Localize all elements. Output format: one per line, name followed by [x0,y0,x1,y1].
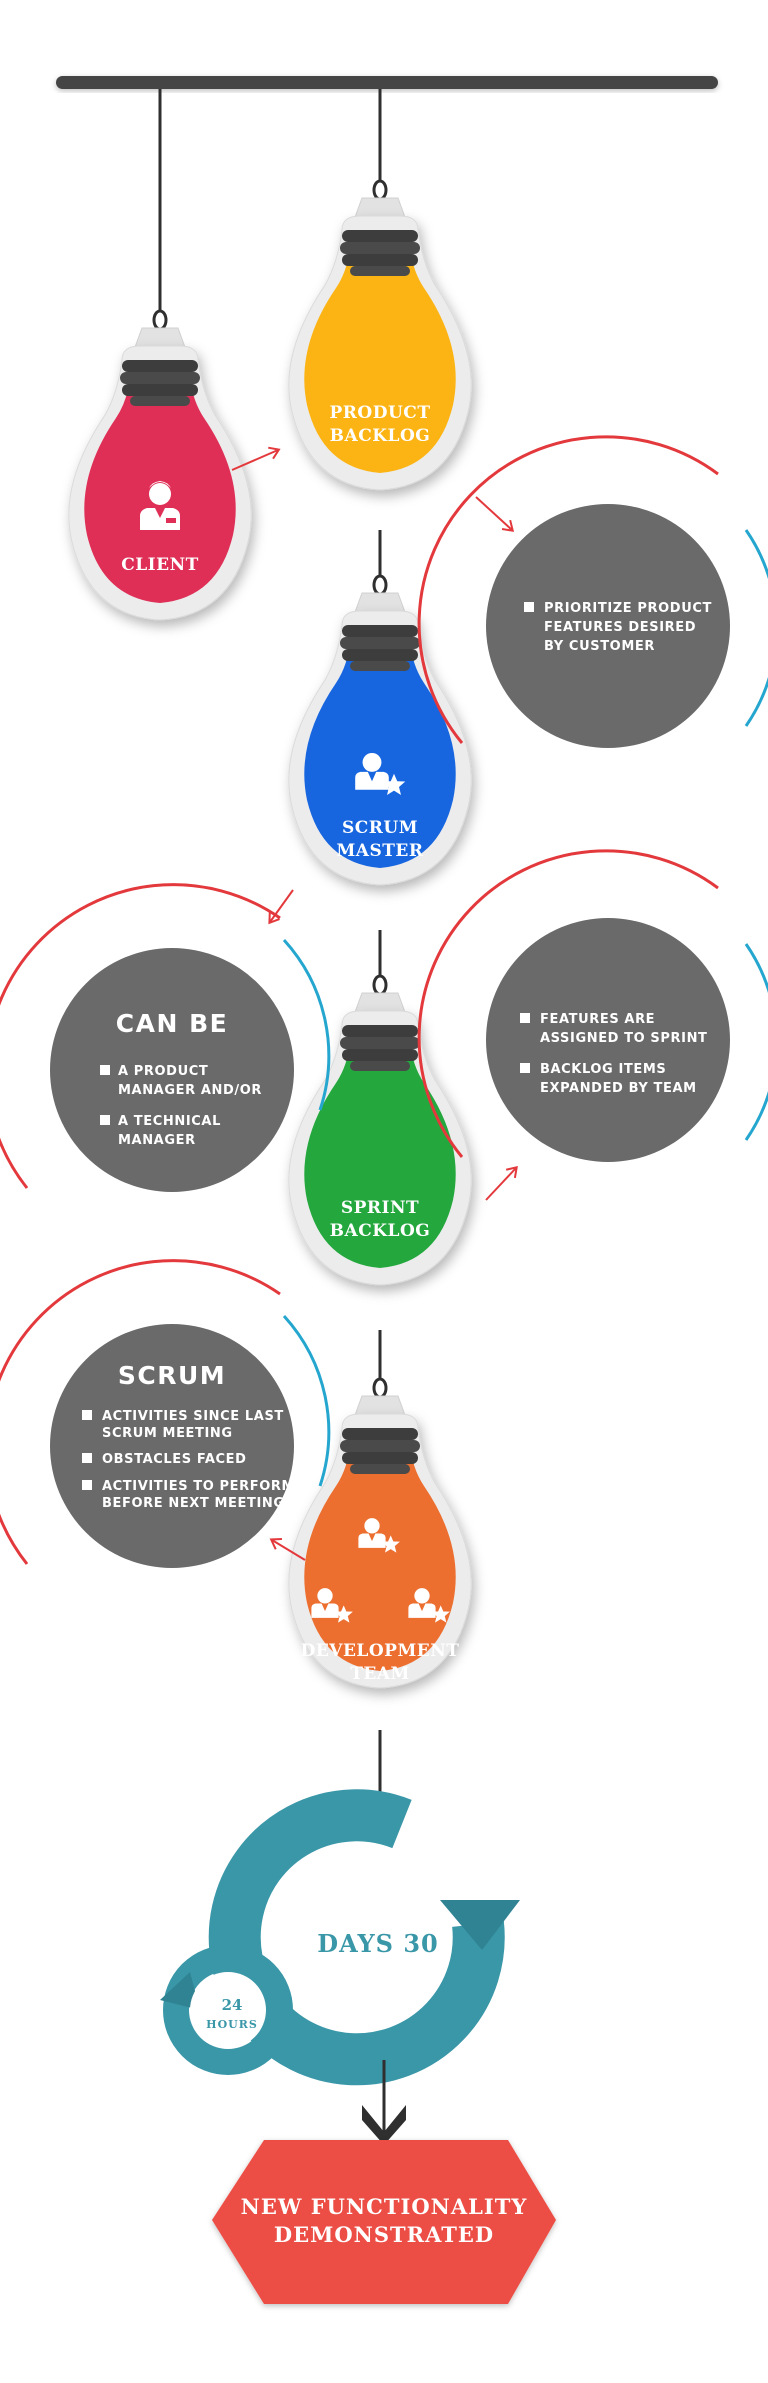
bullet-square [100,1065,110,1075]
bulb-development-team-socket [340,1428,420,1474]
bulb-product-backlog-label-line1: PRODUCT [330,403,431,423]
bulb-client: CLIENT [68,309,252,621]
cycle-big-arrowhead [440,1900,520,1950]
bulb-development-team: DEVELOPMENT TEAM [288,1377,472,1689]
arc-red [0,883,281,1189]
bulb-sprint-backlog-glass [304,1041,456,1268]
arc-red [417,435,719,744]
circle-prioritize-disc [486,504,730,748]
circle-can-be-disc [50,948,294,1192]
bulb-sprint-backlog: SPRINT BACKLOG [288,974,472,1286]
circle-scrum-disc [50,1324,294,1568]
sprint-cycle: DAYS 30 24 HOURS [160,1789,520,2086]
circle-can-be-bullet1-line1: A PRODUCT [118,1064,208,1079]
final-line1: NEW FUNCTIONALITY [241,2194,528,2219]
circle-scrum-bullet2-line1: OBSTACLES FACED [102,1452,247,1467]
final-hexagon [212,2140,556,2304]
circle-can-be-bullet1-line2: MANAGER AND/OR [118,1083,262,1098]
arrow-sprint-backlog-to-features [485,1165,518,1201]
circle-scrum-bullet3-line2: BEFORE NEXT MEETING [102,1496,285,1511]
circle-features: FEATURES ARE ASSIGNED TO SPRINT BACKLOG … [417,849,768,1162]
bullet-square [524,602,534,612]
arc-red [417,849,719,1158]
bulb-development-team-glass [304,1444,456,1671]
circle-prioritize-bullet-line2: FEATURES DESIRED [544,620,696,635]
hanging-rail [56,76,718,89]
bulb-sprint-backlog-label-line1: SPRINT [341,1198,419,1218]
bulb-sprint-backlog-label-line2: BACKLOG [330,1221,431,1241]
bulb-product-backlog-socket [340,230,420,276]
bulb-product-backlog-label-line2: BACKLOG [330,426,431,446]
arrow-scrum-master-to-can-be [268,889,294,925]
bulb-sprint-backlog-socket [340,1025,420,1071]
circle-features-bullet2-line1: BACKLOG ITEMS [540,1062,666,1077]
bullet-square [82,1410,92,1420]
cycle-small-inner [190,1972,266,2048]
cycle-small-arrowhead [160,1972,200,2010]
circle-scrum-heading: SCRUM [118,1361,226,1390]
circle-can-be: CAN BE A PRODUCT MANAGER AND/OR A TECHNI… [0,883,331,1192]
final-line2: DEMONSTRATED [274,2222,494,2247]
down-arrow-head [362,2105,406,2145]
bullet-square [520,1063,530,1073]
arc-blue [744,943,768,1141]
bulb-client-label: CLIENT [121,555,199,575]
bulb-client-socket [120,360,200,406]
circle-can-be-heading: CAN BE [116,1009,228,1038]
circle-prioritize-bullet-line1: PRIORITIZE PRODUCT [544,601,712,616]
bulb-product-backlog: PRODUCT BACKLOG [288,179,472,491]
bulb-scrum-master-label-line2: MASTER [336,841,423,861]
circle-scrum-bullet3-line1: ACTIVITIES TO PERFORM [102,1479,295,1494]
circle-can-be-bullet2-line2: MANAGER [118,1133,196,1148]
bulb-scrum-master-socket [340,625,420,671]
bullet-square [82,1453,92,1463]
arrow-product-backlog-to-prioritize [475,496,515,532]
circle-can-be-bullet2-line1: A TECHNICAL [118,1114,221,1129]
circle-prioritize: PRIORITIZE PRODUCT FEATURES DESIRED BY C… [417,435,768,748]
bulb-development-team-label-line2: TEAM [350,1664,410,1684]
circle-features-disc [486,918,730,1162]
circle-scrum-bullet1-line1: ACTIVITIES SINCE LAST [102,1409,284,1424]
bullet-square [82,1480,92,1490]
bullet-square [100,1115,110,1125]
arc-blue [744,529,768,727]
bulb-scrum-master-glass [304,641,456,868]
circle-features-bullet2-line2: EXPANDED BY TEAM [540,1081,697,1096]
arc-blue [282,1314,331,1487]
cycle-small-label: HOURS [206,2018,258,2031]
circle-prioritize-bullet-line3: BY CUSTOMER [544,639,655,654]
cycle-small-ring [163,1945,293,2075]
bulb-scrum-master: SCRUM MASTER [288,574,472,886]
circle-scrum-bullet1-line2: SCRUM MEETING [102,1426,233,1441]
circle-features-bullet1-line2: ASSIGNED TO SPRINT [540,1031,708,1046]
bulb-development-team-label-line1: DEVELOPMENT [301,1641,460,1661]
arrow-client-to-product-backlog [231,446,281,471]
circle-features-bullet1-line1: FEATURES ARE [540,1012,655,1027]
arrow-development-team-to-scrum [269,1538,306,1561]
arc-blue [282,938,331,1111]
client-person-icon [140,481,180,530]
cycle-big-label: DAYS 30 [317,1929,438,1958]
arc-red [0,1259,281,1565]
bulb-scrum-master-label-line1: SCRUM [342,818,418,838]
circle-scrum: SCRUM ACTIVITIES SINCE LAST SCRUM MEETIN… [0,1259,331,1568]
bullet-square [520,1013,530,1023]
cycle-small-number: 24 [222,1996,243,2014]
bulb-product-backlog-glass [304,246,456,473]
